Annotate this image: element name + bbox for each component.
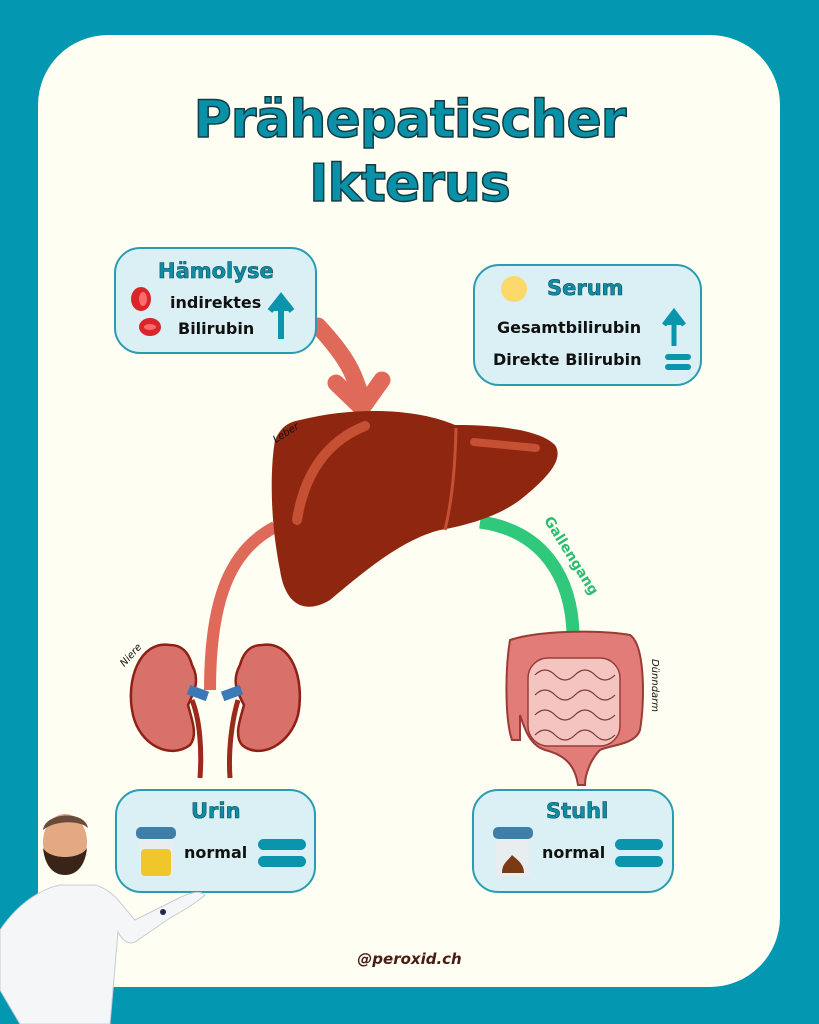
title-line-1: Prähepatischer <box>193 89 627 151</box>
liver-icon <box>271 410 558 607</box>
kidney-icon <box>129 643 302 779</box>
stool-cup-icon <box>493 827 533 877</box>
intestine-label: Dünndarm <box>649 658 661 713</box>
stool-value: normal <box>542 843 606 862</box>
bile-duct <box>479 515 580 646</box>
serum-row-total: Gesamtbilirubin <box>497 318 642 337</box>
arrow-up-icon <box>662 308 686 346</box>
page-title: Prähepatischer Ikterus <box>0 88 819 216</box>
urine-title: Urin <box>191 799 241 824</box>
renal-vessel <box>204 521 278 691</box>
urine-box: Urin normal <box>115 789 316 893</box>
serum-box: Serum Gesamtbilirubin Direkte Bilirubin <box>473 264 702 386</box>
equal-icon <box>665 354 691 376</box>
presenter-character-icon <box>0 814 206 1024</box>
stool-box: Stuhl normal <box>472 789 674 893</box>
urine-value: normal <box>184 843 248 862</box>
footer-handle: @peroxid.ch <box>357 950 462 968</box>
serum-dot-icon <box>501 276 527 302</box>
haemolysis-line2: Bilirubin <box>178 319 255 338</box>
intestine-icon <box>505 630 644 786</box>
haemolysis-title: Hämolyse <box>158 259 274 284</box>
arrow-up-icon <box>267 292 295 339</box>
haemolysis-box: Hämolyse indirektes Bilirubin <box>114 247 317 354</box>
title-line-2: Ikterus <box>308 153 511 215</box>
equal-icon <box>615 839 663 873</box>
urine-cup-icon <box>136 827 176 877</box>
red-blood-cells-icon <box>131 287 161 336</box>
serum-title: Serum <box>547 276 624 301</box>
equal-icon <box>258 839 306 873</box>
serum-row-direct: Direkte Bilirubin <box>493 350 642 369</box>
stool-title: Stuhl <box>546 799 609 824</box>
haemolysis-line1: indirektes <box>170 293 262 312</box>
